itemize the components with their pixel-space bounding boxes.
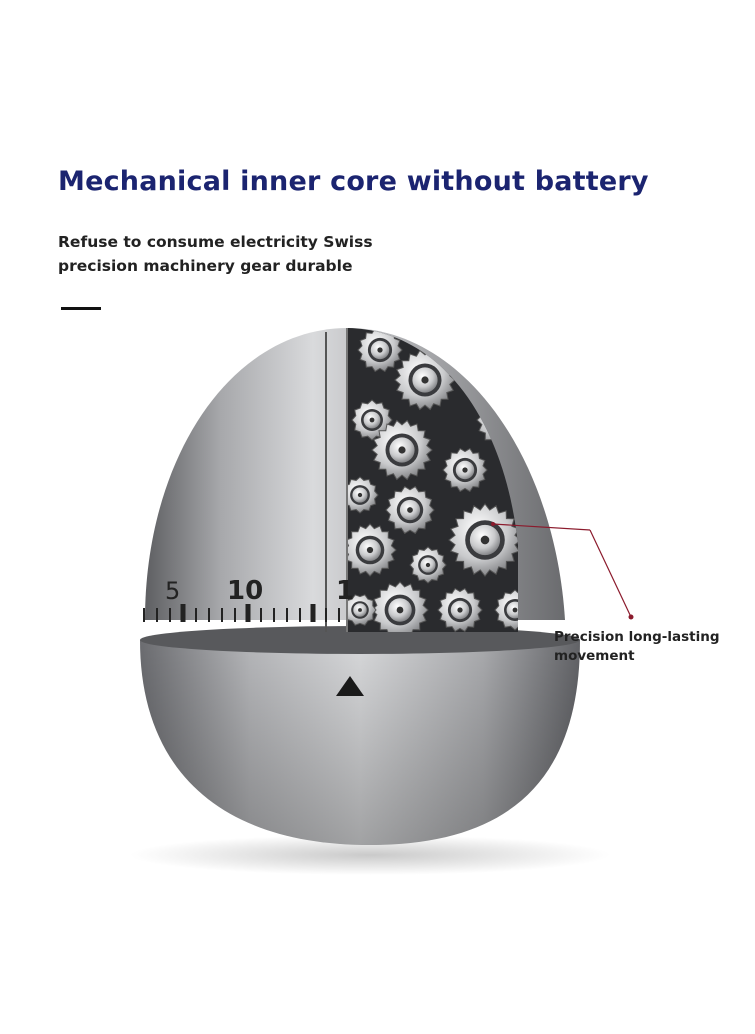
headline: Mechanical inner core without battery [58, 166, 649, 197]
egg-timer-illustration: 5 10 1 [130, 328, 610, 875]
gear-icon [385, 485, 435, 535]
gear-icon [409, 546, 447, 584]
gear-icon [371, 581, 429, 632]
callout-line-1: Precision long-lasting [554, 629, 720, 645]
subtitle-line-1: Refuse to consume electricity Swiss [58, 233, 373, 251]
gear-icon [348, 523, 397, 577]
callout-label: Precision long-lasting movement [554, 628, 744, 666]
gear-icon [437, 587, 483, 632]
gear-icon [371, 419, 433, 481]
callout-line-2: movement [554, 648, 635, 664]
gear-icon [357, 328, 403, 373]
gear-mechanism [348, 328, 518, 632]
gear-icon [348, 594, 377, 626]
pointer-triangle-icon [336, 676, 364, 696]
dial-label-10: 10 [227, 576, 263, 606]
subtitle-line-2: precision machinery gear durable [58, 257, 353, 275]
dial-label-5: 5 [165, 577, 180, 605]
gear-icon [494, 589, 518, 631]
dial-ticks [143, 604, 340, 622]
floor-shadow [130, 835, 610, 875]
gear-icon [351, 399, 393, 441]
dial-label-15: 1 [336, 576, 354, 606]
subtitle: Refuse to consume electricity Swiss prec… [58, 230, 478, 278]
gear-icon [348, 476, 379, 514]
gear-icon [442, 447, 488, 493]
divider-dash [61, 307, 101, 310]
